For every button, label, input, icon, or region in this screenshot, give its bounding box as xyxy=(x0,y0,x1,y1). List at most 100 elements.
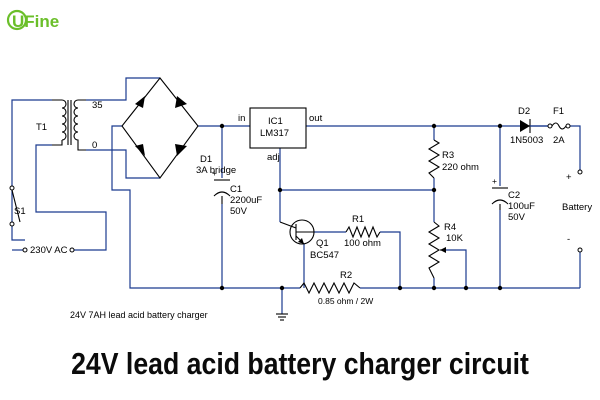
ic-out-label: out xyxy=(309,113,323,124)
c1-value: 2200uF xyxy=(230,195,262,206)
junction-dot xyxy=(463,285,469,291)
ufine-logo: UFine xyxy=(6,9,59,31)
c2-name: C2 xyxy=(508,190,520,201)
ic-part: LM317 xyxy=(260,128,289,139)
wire-r1-right xyxy=(380,231,401,288)
wire-secondary-top xyxy=(86,77,160,101)
battery-minus: - xyxy=(567,234,570,245)
c1-name: C1 xyxy=(230,184,242,195)
junction-dot xyxy=(497,285,503,291)
ground-symbol xyxy=(276,313,288,321)
potentiometer-r4: R4 10K xyxy=(427,221,464,279)
c2-plus: + xyxy=(492,176,497,186)
ac-terminal xyxy=(69,247,75,253)
fuse-element xyxy=(551,122,567,130)
r2-name: R2 xyxy=(340,270,352,281)
wiper-arrow-icon xyxy=(440,247,446,253)
c2-voltage: 50V xyxy=(508,212,526,223)
switch-lever xyxy=(11,189,21,223)
junction-dot xyxy=(219,285,225,291)
diode-icon xyxy=(135,96,145,108)
resistor-zigzag xyxy=(427,221,441,279)
ic-adj-label: adj xyxy=(267,152,280,163)
transformer-primary-coil xyxy=(52,99,67,146)
battery-terminal xyxy=(577,247,583,253)
diode-icon xyxy=(175,96,187,108)
ac-terminal xyxy=(22,247,28,253)
f1-name: F1 xyxy=(553,106,564,117)
transistor-q1: Q1 BC547 xyxy=(279,219,339,261)
tap-top-label: 35 xyxy=(92,100,103,111)
resistor-zigzag xyxy=(299,281,361,295)
ic-body xyxy=(249,107,307,149)
r3-name: R3 xyxy=(442,150,454,161)
wire-r4-wiper xyxy=(446,249,467,288)
r4-value: 10K xyxy=(446,233,464,244)
resistor-r2: R2 0.85 ohm / 2W xyxy=(299,270,373,306)
junction-dot xyxy=(431,123,437,129)
diode-icon xyxy=(520,120,530,132)
junction-dot xyxy=(277,187,283,193)
diode-icon xyxy=(135,144,145,156)
resistor-r1: R1 100 ohm xyxy=(344,214,381,249)
schematic-caption: 24V 7AH lead acid battery charger xyxy=(70,310,208,320)
transformer-t1: T1 35 0 xyxy=(36,99,103,151)
r1-name: R1 xyxy=(352,214,364,225)
junction-dot xyxy=(397,285,403,291)
logo-ring-icon xyxy=(6,9,28,31)
q1-name: Q1 xyxy=(316,238,329,249)
wire-secondary-bottom xyxy=(86,149,160,179)
capacitor-c1: + C1 2200uF 50V xyxy=(212,168,262,217)
bridge-outline xyxy=(121,77,199,179)
c2-value: 100uF xyxy=(508,201,535,212)
c1-plus: + xyxy=(212,168,217,178)
switch-contact xyxy=(9,221,15,227)
r1-value: 100 ohm xyxy=(344,238,381,249)
ic-in-label: in xyxy=(238,113,245,124)
junction-dot xyxy=(219,123,225,129)
resistor-zigzag xyxy=(427,139,441,179)
junctions xyxy=(219,123,503,291)
r2-value: 0.85 ohm / 2W xyxy=(318,296,373,306)
cap-plate xyxy=(213,191,231,197)
diode-d2: D2 1N5003 xyxy=(510,106,548,146)
transformer-label: T1 xyxy=(36,122,47,133)
logo-text: UFine xyxy=(12,12,59,31)
regulator-ic1: IC1 LM317 in out adj xyxy=(238,107,323,163)
wire-mains-left xyxy=(11,99,52,241)
junction-dot xyxy=(497,123,503,129)
d2-name: D2 xyxy=(518,106,530,117)
tap-bottom-label: 0 xyxy=(92,140,97,151)
ic-name: IC1 xyxy=(268,116,283,127)
resistor-zigzag xyxy=(345,225,381,239)
capacitor-c2: + C2 100uF 50V xyxy=(491,176,535,223)
bridge-rectifier-d1: D1 3A bridge xyxy=(121,77,236,179)
diode-icon xyxy=(175,144,187,156)
battery-label: Battery xyxy=(562,202,592,213)
bridge-name: D1 xyxy=(200,154,212,165)
transformer-secondary-coil xyxy=(73,99,86,151)
r3-value: 220 ohm xyxy=(442,162,479,173)
junction-dot xyxy=(431,187,437,193)
bridge-desc: 3A bridge xyxy=(196,165,236,176)
c1-voltage: 50V xyxy=(230,206,248,217)
emitter-arrow-icon xyxy=(298,238,304,244)
wire-battery-positive xyxy=(570,125,581,170)
battery-plus: + xyxy=(566,172,572,183)
d2-part: 1N5003 xyxy=(510,135,543,146)
cap-plate xyxy=(491,199,509,205)
fuse-terminal xyxy=(547,123,553,129)
page-title: 24V lead acid battery charger circuit xyxy=(71,346,529,381)
junction-dot xyxy=(279,285,285,291)
switch-label: S1 xyxy=(14,206,26,217)
transistor-collector xyxy=(279,221,297,229)
battery-terminal xyxy=(577,169,583,175)
q1-part: BC547 xyxy=(310,250,339,261)
switch-contact xyxy=(9,185,15,191)
battery-terminals: + - Battery xyxy=(562,169,592,253)
resistor-r3: R3 220 ohm xyxy=(427,139,479,179)
wire-bridge-negative xyxy=(111,125,258,289)
mains-label: 230V AC xyxy=(30,245,68,256)
